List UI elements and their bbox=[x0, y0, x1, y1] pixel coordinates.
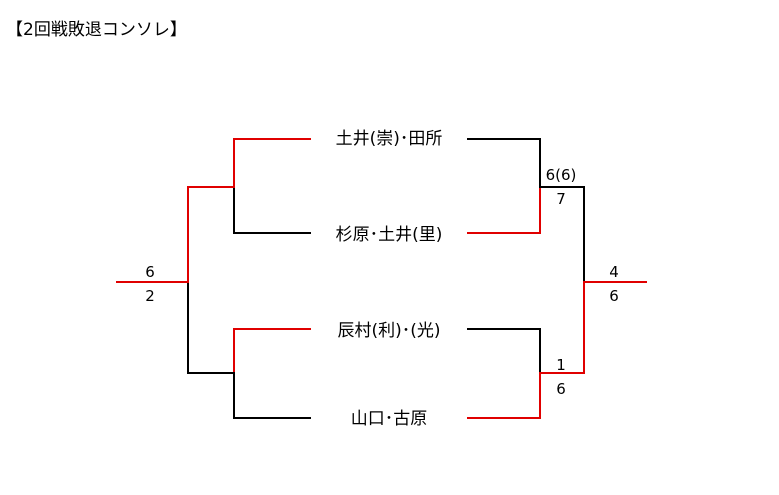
pair-name-4: 山口･古原 bbox=[350, 409, 428, 429]
pair-name-2: 杉原･土井(里) bbox=[335, 225, 443, 245]
bracket-line-pair3-left bbox=[233, 328, 311, 374]
score-semifinal-top-upper: 6(6) bbox=[545, 166, 577, 184]
bracket-line-pair2-left bbox=[233, 186, 311, 234]
score-left-upper: 6 bbox=[145, 263, 155, 281]
bracket-line-pair3-right bbox=[467, 328, 541, 374]
score-semifinal-bottom-lower: 6 bbox=[556, 380, 566, 398]
bracket-line-final-upper-right bbox=[539, 186, 585, 283]
bracket-line-pair4-left bbox=[233, 372, 311, 419]
pair-name-3: 辰村(利)･(光) bbox=[337, 321, 441, 341]
score-left-lower: 2 bbox=[145, 287, 155, 305]
bracket-line-pair1-right bbox=[467, 138, 541, 188]
score-final-right-lower: 6 bbox=[609, 287, 619, 305]
bracket-line-pair1-left bbox=[233, 138, 311, 188]
bracket-line-final-lower-left bbox=[187, 281, 235, 374]
pair-name-1: 土井(崇)･田所 bbox=[335, 129, 443, 149]
score-semifinal-bottom-upper: 1 bbox=[556, 356, 566, 374]
bracket-line-pair2-right bbox=[467, 186, 541, 234]
score-semifinal-top-lower: 7 bbox=[556, 190, 566, 208]
bracket-line-pair4-right bbox=[467, 372, 541, 419]
bracket-line-final-upper-left bbox=[187, 186, 235, 283]
score-final-right-upper: 4 bbox=[609, 263, 619, 281]
bracket-line-final-lower-right bbox=[539, 281, 585, 374]
page-title: 【2回戦敗退コンソレ】 bbox=[6, 20, 187, 40]
